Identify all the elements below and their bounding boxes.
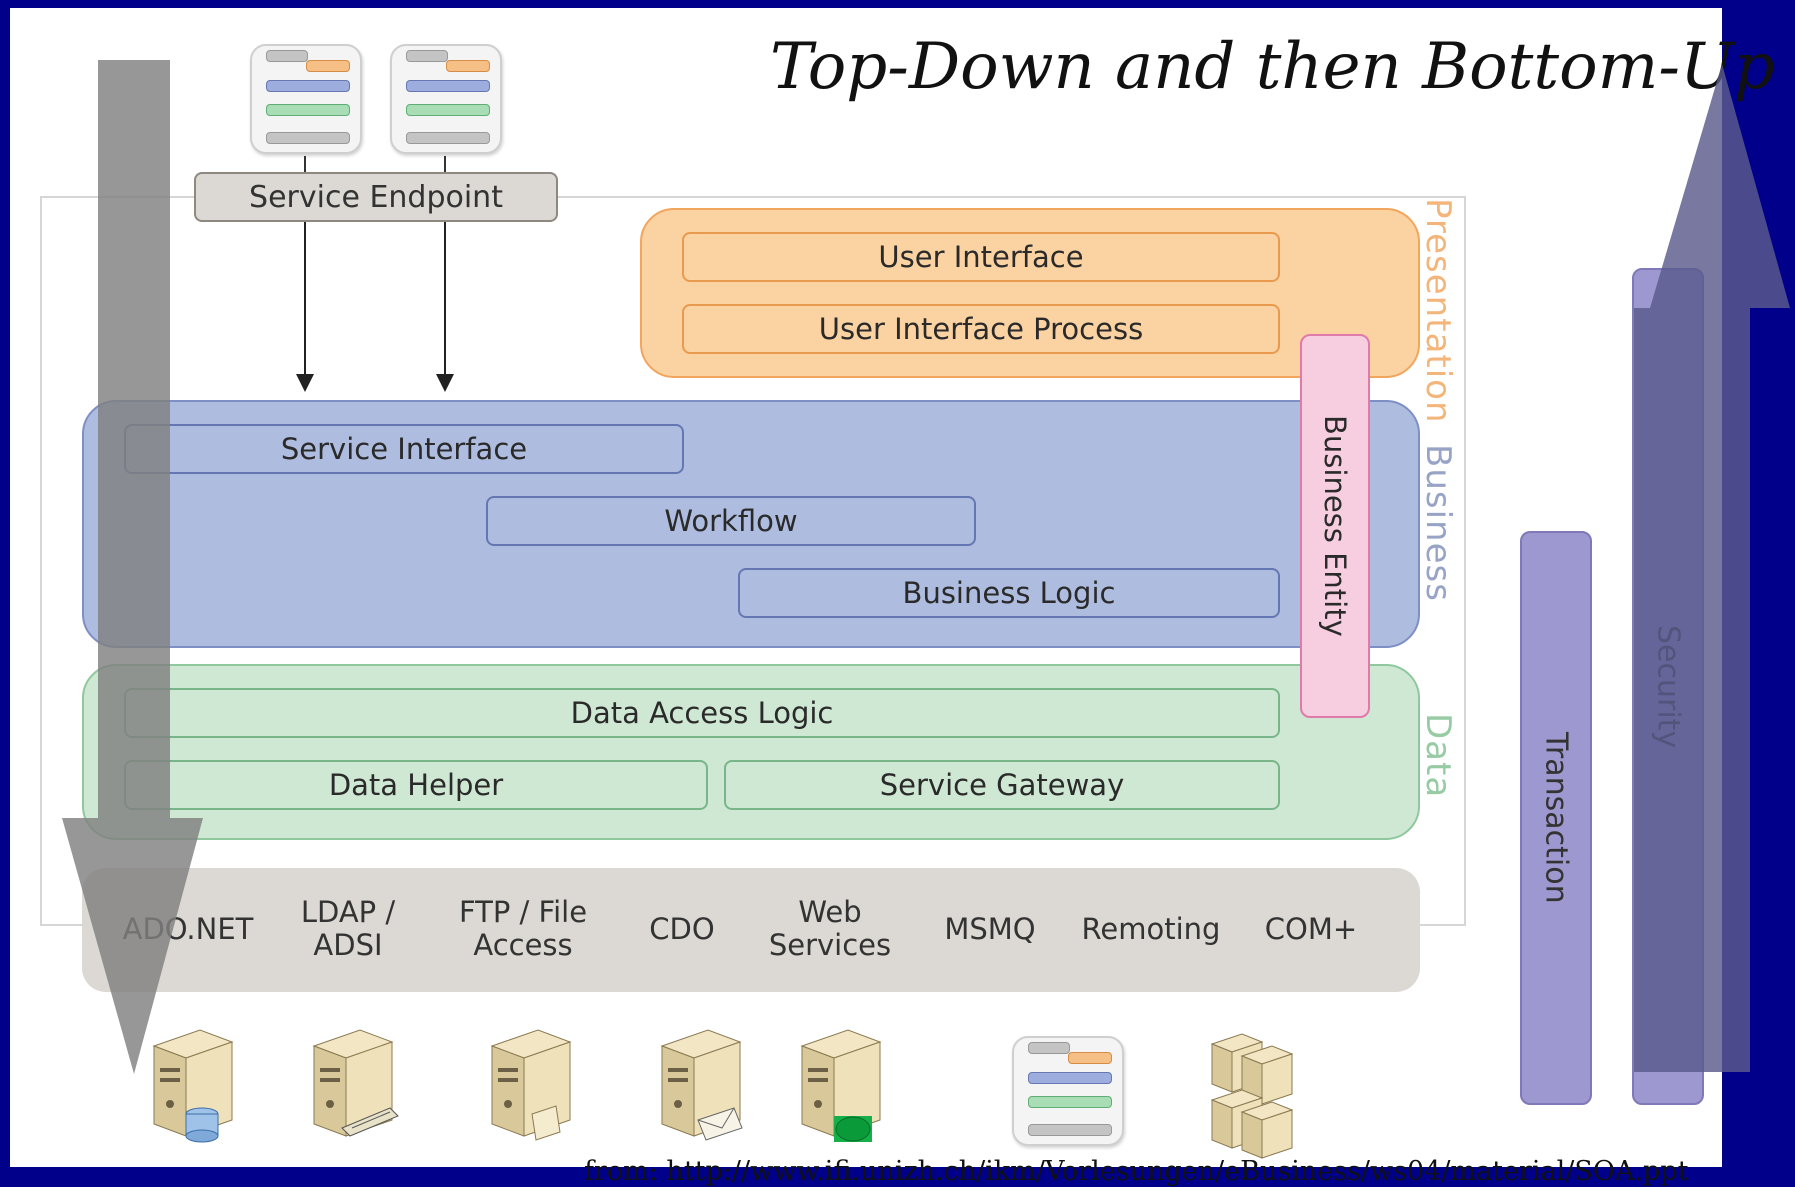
tech-web-services: Web Services — [752, 892, 908, 966]
tech-cdo: CDO — [640, 892, 724, 966]
business-logic-box: Business Logic — [738, 568, 1280, 618]
tech-remoting: Remoting — [1074, 892, 1228, 966]
transaction-bar: Transaction — [1520, 531, 1592, 1105]
data-access-logic-box: Data Access Logic — [124, 688, 1280, 738]
arrowhead-icon — [296, 374, 314, 392]
service-document-icon — [1012, 1036, 1124, 1146]
service-document-icon — [250, 44, 362, 154]
component-servers-icon — [1210, 1033, 1294, 1159]
user-interface-process-box: User Interface Process — [682, 304, 1280, 354]
diagram-title: Top-Down and then Bottom-Up — [770, 30, 1775, 104]
tech-msmq: MSMQ — [933, 892, 1047, 966]
service-gateway-box: Service Gateway — [724, 760, 1280, 810]
tech-ldap-adsi: LDAP / ADSI — [292, 892, 404, 966]
mail-server-icon — [660, 1029, 743, 1141]
file-server-icon — [490, 1029, 572, 1141]
service-interface-box: Service Interface — [124, 424, 684, 474]
service-endpoint-box: Service Endpoint — [194, 172, 558, 222]
business-entity-box: Business Entity — [1300, 334, 1370, 718]
tech-com-plus: COM+ — [1254, 892, 1368, 966]
security-bar: Security — [1632, 268, 1704, 1105]
data-helper-box: Data Helper — [124, 760, 708, 810]
workflow-box: Workflow — [486, 496, 976, 546]
presentation-label: Presentation — [1418, 198, 1458, 424]
arrowhead-icon — [436, 374, 454, 392]
endpoint-connectors — [296, 156, 454, 392]
user-interface-box: User Interface — [682, 232, 1280, 282]
business-label: Business — [1418, 444, 1458, 602]
tech-ftp-file-access: FTP / File Access — [432, 892, 614, 966]
data-label: Data — [1418, 713, 1458, 799]
source-citation: from: http://www.ifi.unizh.ch/ikm/Vorles… — [584, 1156, 1689, 1187]
diagram-canvas: Top-Down and then Bottom-Up User Interfa… — [10, 8, 1790, 1187]
queue-server-icon — [800, 1029, 882, 1142]
database-server-icon — [152, 1029, 234, 1143]
directory-server-icon — [312, 1029, 399, 1137]
service-document-icon — [390, 44, 502, 154]
